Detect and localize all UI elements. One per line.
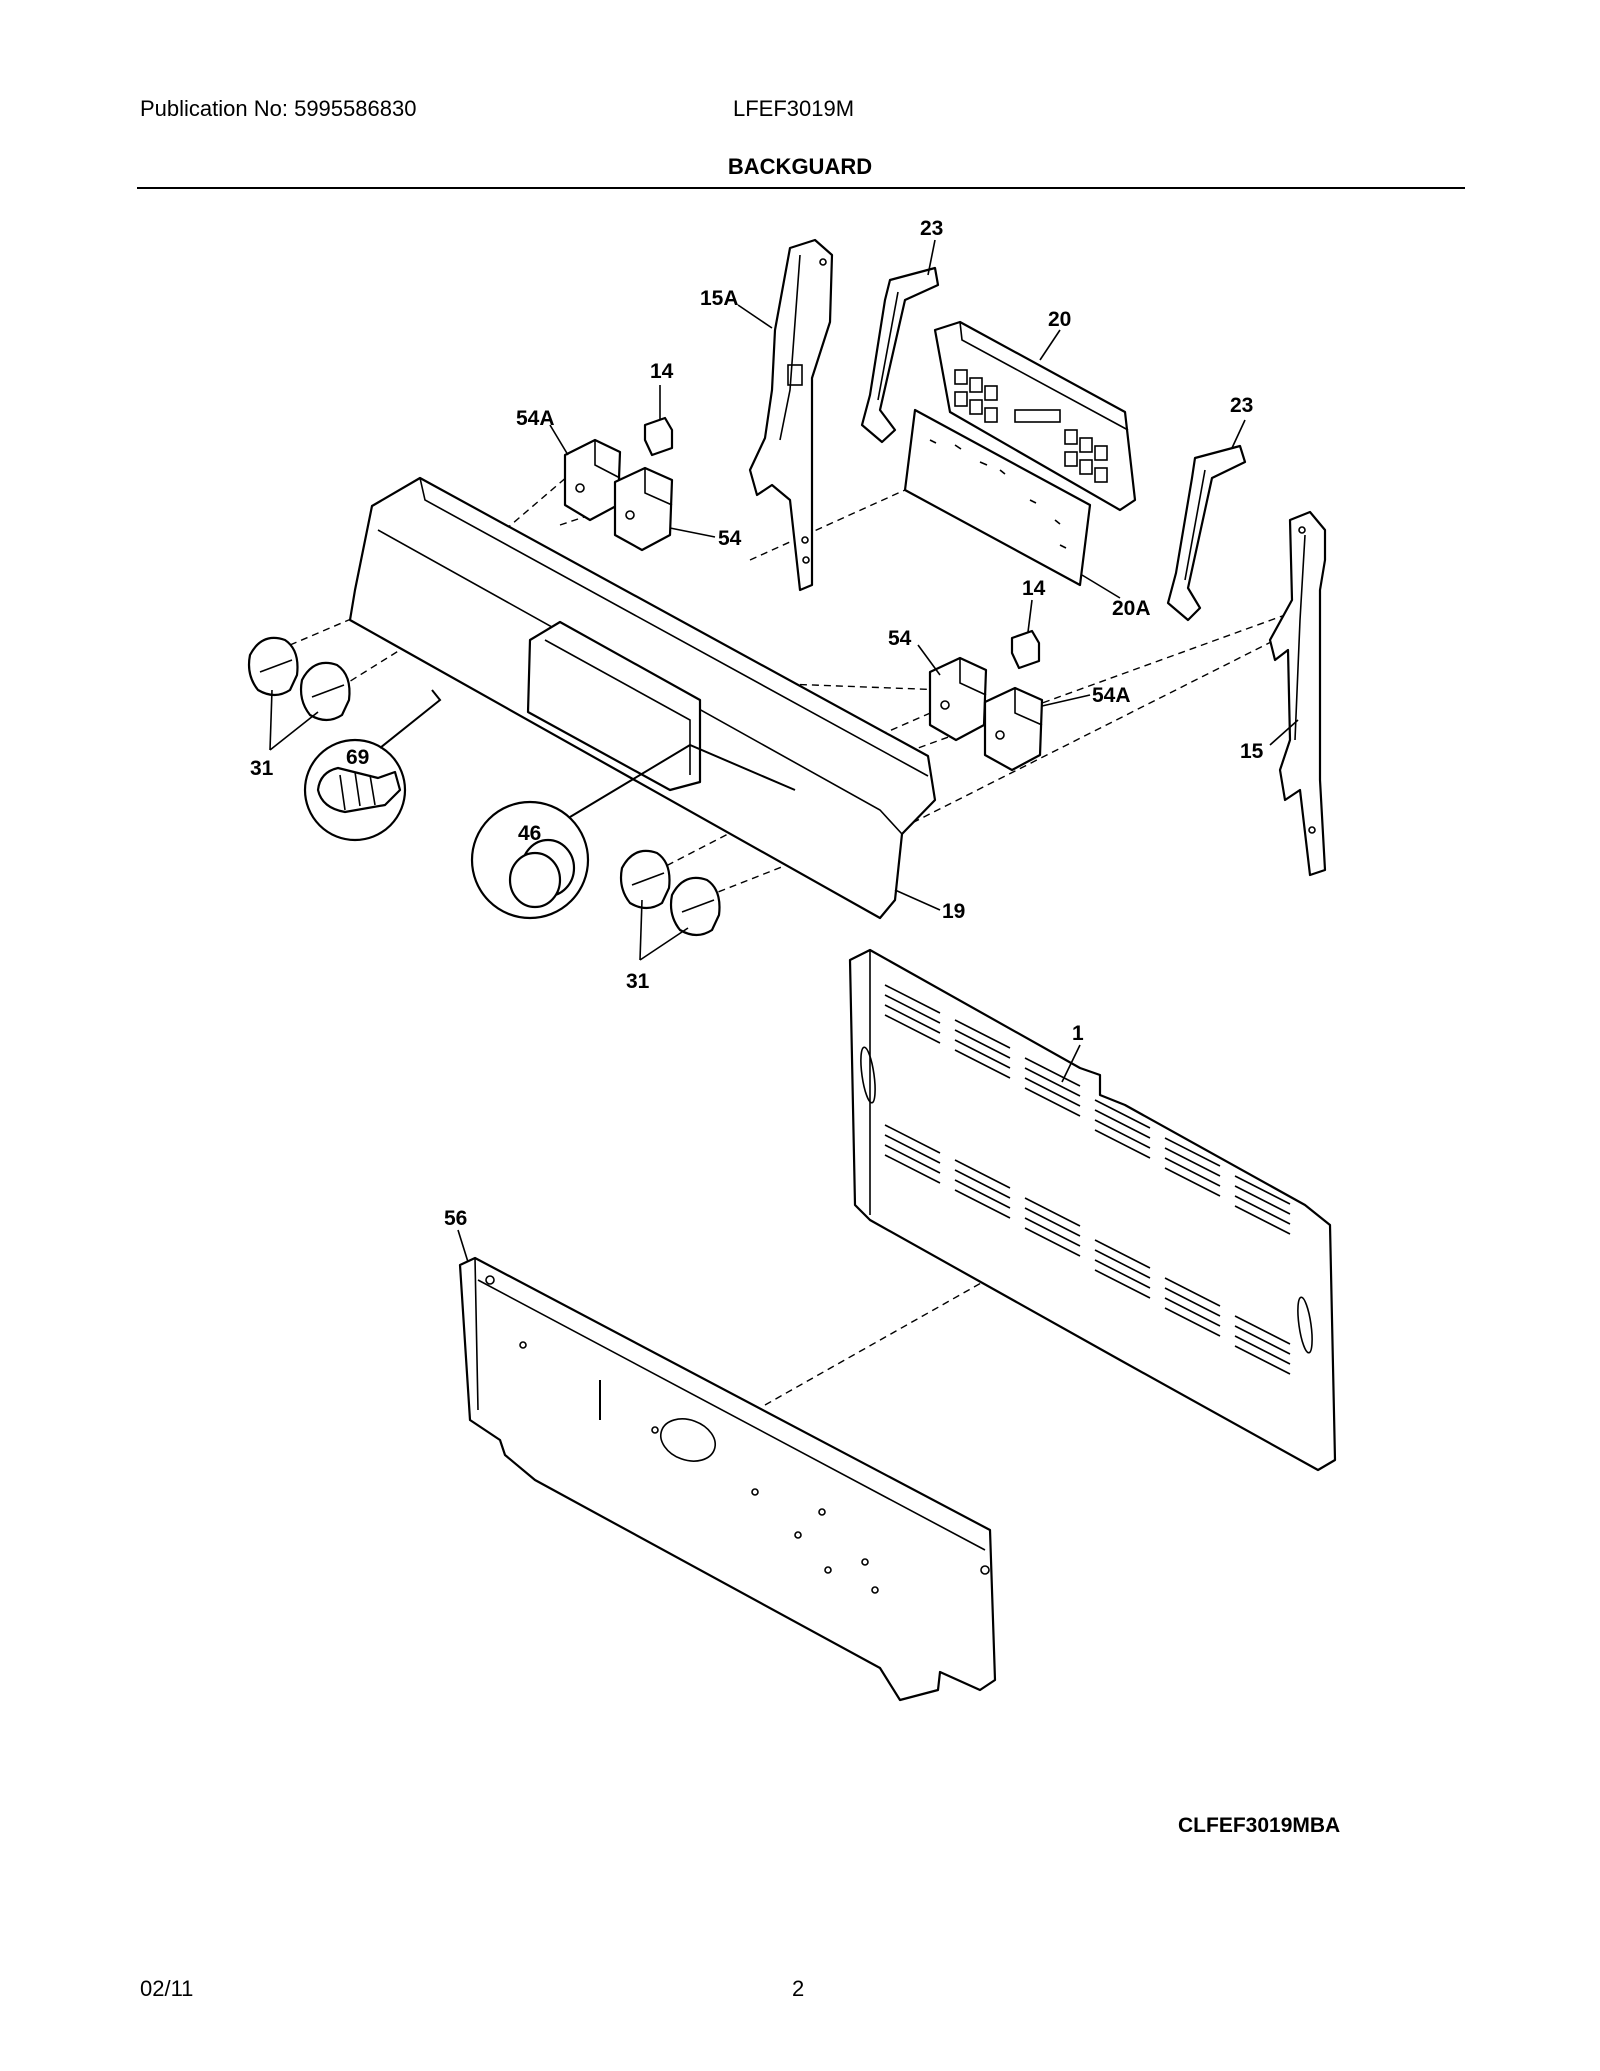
callout-31-lower: 31 xyxy=(626,970,650,993)
callout-56: 56 xyxy=(444,1207,467,1230)
switch-14-lower xyxy=(1010,629,1041,670)
knob-31-lower-a xyxy=(619,849,671,910)
callout-14-upper: 14 xyxy=(650,360,674,383)
callout-1: 1 xyxy=(1072,1022,1084,1045)
rear-panel-vents xyxy=(884,984,1291,1375)
overlay-20A xyxy=(903,408,1092,587)
rear-panel-1 xyxy=(848,948,1337,1472)
callout-19: 19 xyxy=(942,900,965,923)
trim-bracket-23-lower xyxy=(1166,444,1247,622)
infinite-switch-54-lower xyxy=(928,656,988,742)
knob-31-lower-b xyxy=(669,876,721,937)
callout-54A-lower: 54A xyxy=(1092,684,1131,707)
callout-23-upper: 23 xyxy=(920,217,943,240)
callout-54-upper: 54 xyxy=(718,527,742,550)
end-bracket-15 xyxy=(1268,510,1327,877)
publication-number: Publication No: 5995586830 xyxy=(140,96,417,121)
model-number: LFEF3019M xyxy=(733,96,855,121)
callout-31-upper: 31 xyxy=(250,757,274,780)
knob-31-upper-b xyxy=(299,661,351,722)
control-buttons xyxy=(954,369,1108,483)
screw-detail-69 xyxy=(303,689,442,842)
callout-20A: 20A xyxy=(1112,597,1151,620)
callout-23-lower: 23 xyxy=(1230,394,1253,417)
revision-date: 02/11 xyxy=(140,1976,194,2001)
knob-31-upper-a xyxy=(247,636,299,697)
end-bracket-15A xyxy=(748,238,834,592)
page-number: 2 xyxy=(792,1976,805,2001)
callout-69: 69 xyxy=(346,746,369,769)
callout-54A-upper: 54A xyxy=(516,407,555,430)
leader-lines xyxy=(269,239,1299,1263)
callout-46: 46 xyxy=(518,822,541,845)
backguard-panel-19 xyxy=(348,476,937,920)
trim-bracket-23-upper xyxy=(860,266,940,444)
lower-panel-56 xyxy=(458,1256,997,1702)
callout-15A: 15A xyxy=(700,287,739,310)
switch-14-upper xyxy=(643,416,674,457)
electronic-control-20 xyxy=(933,320,1137,512)
infinite-switch-54-upper xyxy=(613,466,674,552)
infinite-switch-54A-lower xyxy=(983,686,1044,772)
button-detail-46 xyxy=(470,743,796,920)
page-title: BACKGUARD xyxy=(727,154,873,179)
infinite-switch-54A-upper xyxy=(563,438,622,522)
callout-54-lower: 54 xyxy=(888,627,912,650)
callout-14-lower: 14 xyxy=(1022,577,1046,600)
callout-15: 15 xyxy=(1240,740,1264,763)
title-rule xyxy=(137,187,1465,189)
diagram-code: CLFEF3019MBA xyxy=(1178,1814,1341,1837)
callout-20: 20 xyxy=(1048,308,1071,331)
